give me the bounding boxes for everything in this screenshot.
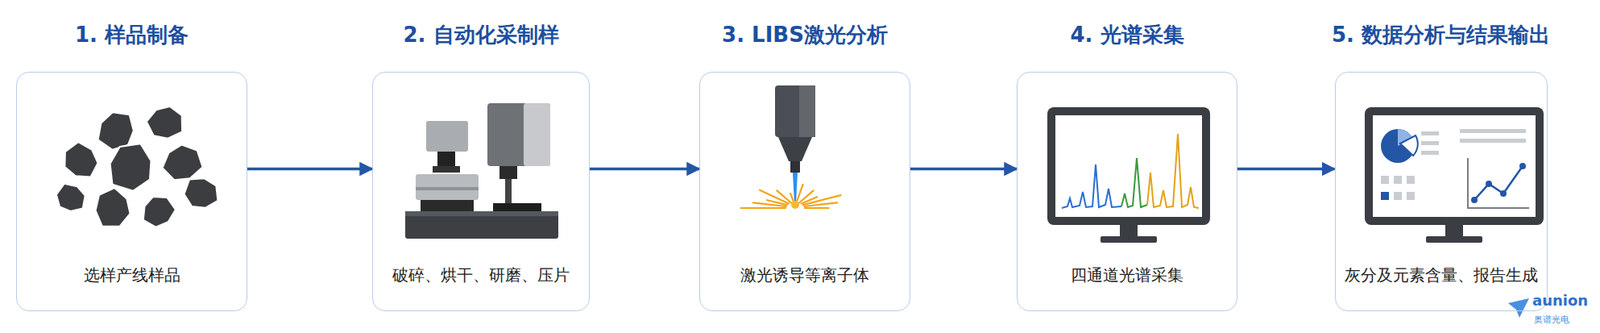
spectrum-monitor: [1047, 107, 1211, 243]
step-title: 5. 数据分析与结果输出: [1331, 20, 1551, 50]
watermark-logo: aunion: [1532, 291, 1588, 309]
step-title: 2. 自动化采制样: [402, 20, 559, 50]
flow-arrow: [589, 167, 700, 171]
logo-icon: [1508, 298, 1530, 318]
step-box: 1. 样品制备选样产线样品: [16, 71, 248, 311]
watermark-text: 奥谱光电: [1533, 313, 1570, 326]
step-caption: 破碎、烘干、研磨、压片: [392, 264, 570, 287]
step-title: 3. LIBS激光分析: [721, 20, 888, 50]
flow-arrow: [910, 167, 1017, 171]
step-caption: 激光诱导等离子体: [740, 264, 870, 287]
step-box: 3. LIBS激光分析激光诱导等离子体: [699, 71, 911, 311]
step-box: 2. 自动化采制样破碎、烘干、研磨、压片: [372, 71, 590, 311]
step-box: 4. 光谱采集四通道光谱采集: [1016, 71, 1238, 311]
flow-arrow: [1237, 167, 1335, 171]
step-caption: 灰分及元素含量、报告生成: [1344, 264, 1538, 287]
coal-lumps: [56, 106, 219, 228]
report-monitor: [1364, 107, 1544, 243]
flow-arrow: [247, 167, 373, 171]
step-title: 1. 样品制备: [74, 20, 189, 50]
sample-prep-machine: [405, 103, 559, 239]
step-caption: 选样产线样品: [83, 264, 181, 287]
laser-head: [741, 85, 842, 209]
step-box: 5. 数据分析与结果输出灰分及元素含量、报告生成: [1334, 71, 1548, 311]
step-title: 4. 光谱采集: [1069, 20, 1184, 50]
step-caption: 四通道光谱采集: [1070, 264, 1184, 287]
